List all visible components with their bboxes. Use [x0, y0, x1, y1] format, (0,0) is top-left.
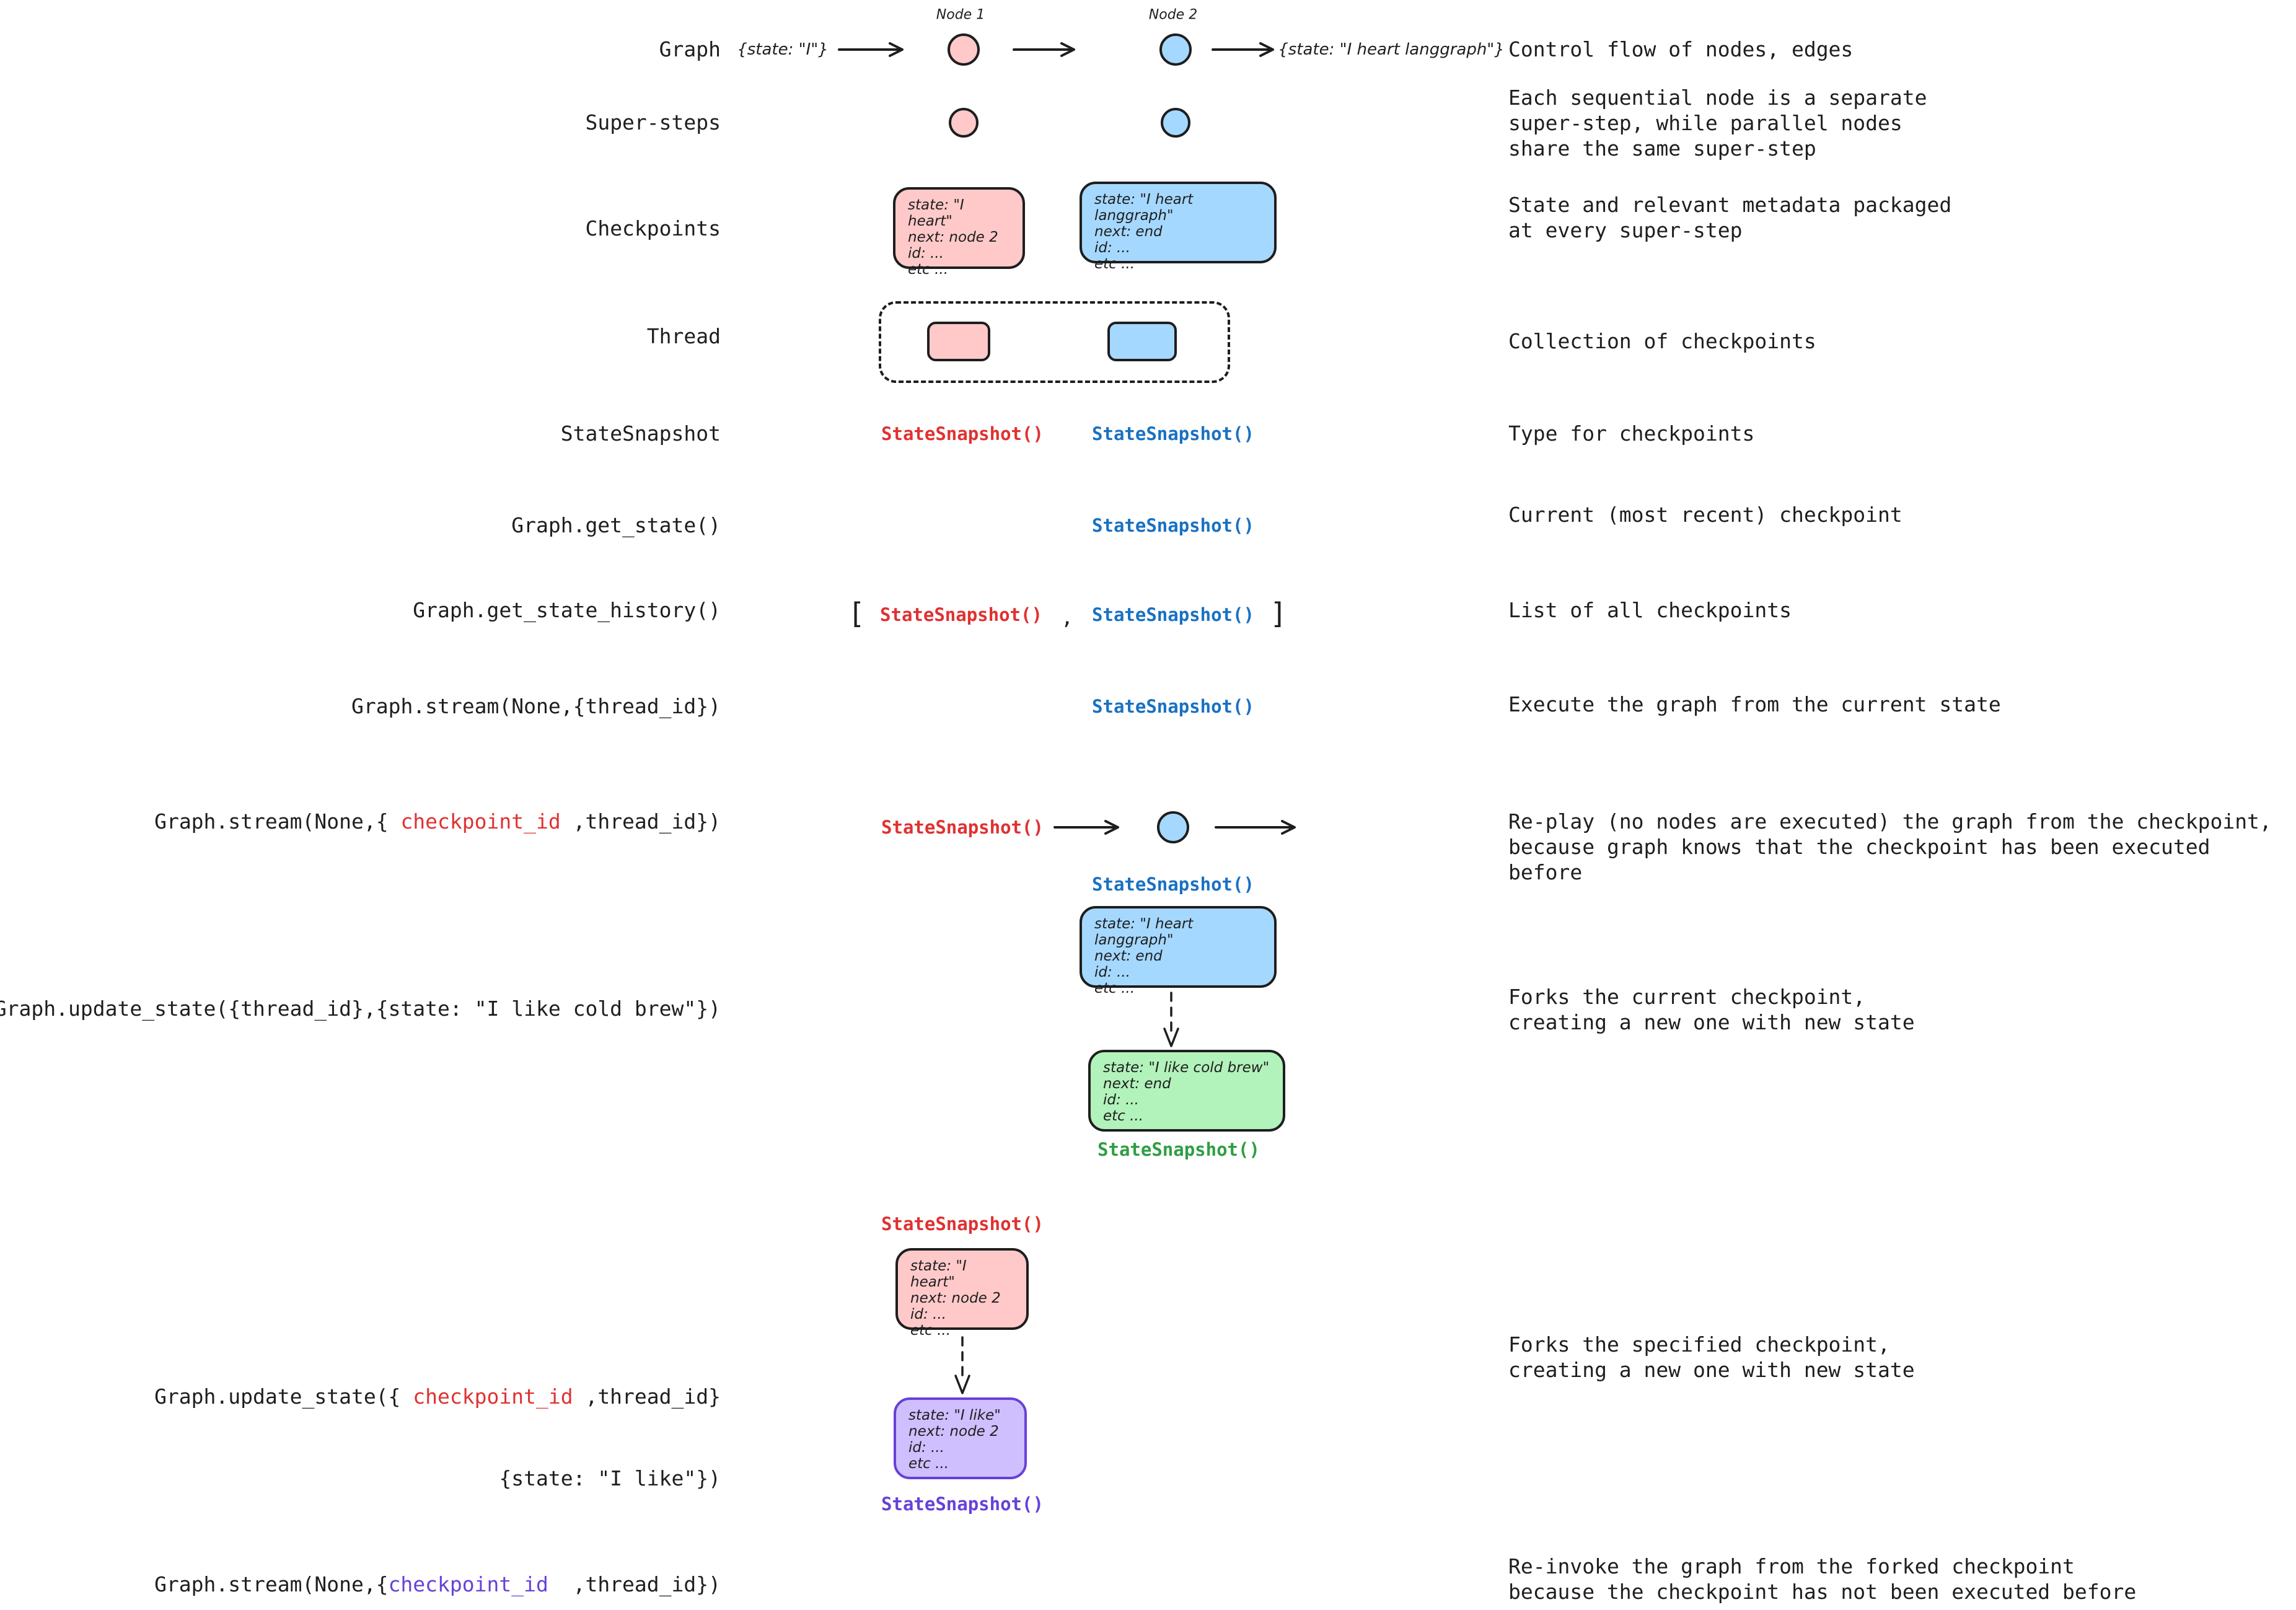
desc-checkpoints: State and relevant metadata packaged at …	[1508, 193, 1952, 242]
left-label-thread: Thread	[646, 324, 721, 348]
left-label-graph: Graph	[659, 37, 721, 61]
desc-stream-thread: Execute the graph from the current state	[1508, 692, 2001, 716]
desc-graph: Control flow of nodes, edges	[1508, 37, 1854, 61]
super-step-circle-2	[1161, 108, 1190, 138]
graph-output-state: {state: "I heart langgraph"}	[1278, 40, 1505, 59]
code-text: ,thread_id})	[560, 809, 721, 834]
list-close-bracket: ]	[1270, 597, 1287, 630]
code-text: Graph.stream(None,{	[154, 809, 401, 834]
statesnapshot-green: StateSnapshot()	[1097, 1139, 1260, 1160]
desc-super-steps: Each sequential node is a separate super…	[1508, 86, 1927, 161]
thread-dashed-container	[879, 301, 1230, 383]
arrow-right-icon	[1013, 42, 1075, 57]
desc-stream-checkpoint: Re-play (no nodes are executed) the grap…	[1508, 809, 2272, 884]
arrow-right-icon	[1212, 42, 1274, 57]
checkpoint-box-pink: state: "I heart" next: node 2 id: ... et…	[893, 187, 1025, 278]
checkpoint-id-highlight: checkpoint_id	[413, 1384, 573, 1409]
desc-thread: Collection of checkpoints	[1508, 329, 1816, 353]
left-label-super-steps: Super-steps	[585, 110, 721, 134]
code-text: ,thread_id}	[573, 1384, 721, 1409]
left-label-get-state-history: Graph.get_state_history()	[413, 598, 721, 622]
arrow-right-icon	[1053, 820, 1119, 835]
statesnapshot-blue: StateSnapshot()	[1092, 874, 1254, 895]
fork-source-box-pink: state: "I heart" next: node 2 id: ... et…	[895, 1248, 1029, 1339]
left-label-update-state-checkpoint: Graph.update_state({ checkpoint_id ,thre…	[154, 1329, 721, 1547]
code-text: Graph.update_state({	[154, 1384, 413, 1409]
list-open-bracket: [	[848, 597, 865, 630]
left-label-checkpoints: Checkpoints	[585, 216, 721, 240]
list-comma: ,	[1061, 605, 1073, 630]
arrow-right-icon	[838, 42, 904, 57]
left-label-stream-forked: Graph.stream(None,{checkpoint_id ,thread…	[154, 1572, 721, 1597]
super-step-circle-1	[949, 108, 979, 138]
fork-source-box-blue: state: "I heart langgraph" next: end id:…	[1080, 906, 1277, 996]
arrow-down-dashed-icon	[954, 1336, 970, 1394]
statesnapshot-blue: StateSnapshot()	[1092, 604, 1254, 625]
statesnapshot-red: StateSnapshot()	[881, 1213, 1044, 1234]
code-line-1: Graph.update_state({ checkpoint_id ,thre…	[154, 1383, 721, 1410]
statesnapshot-red: StateSnapshot()	[881, 423, 1044, 444]
statesnapshot-blue: StateSnapshot()	[1092, 696, 1254, 717]
fork-result-box-green: state: "I like cold brew" next: end id: …	[1088, 1050, 1285, 1132]
arrow-right-icon	[1215, 820, 1296, 835]
statesnapshot-red: StateSnapshot()	[880, 604, 1042, 625]
checkpoint-id-highlight: checkpoint_id	[400, 809, 561, 834]
fork-result-box-purple: state: "I like" next: node 2 id: ... etc…	[894, 1397, 1027, 1479]
desc-update-state-thread: Forks the current checkpoint, creating a…	[1508, 985, 1915, 1034]
statesnapshot-blue: StateSnapshot()	[1092, 423, 1254, 444]
code-text: ,thread_id})	[548, 1572, 721, 1596]
left-label-stream-checkpoint: Graph.stream(None,{ checkpoint_id ,threa…	[154, 809, 721, 834]
replay-node-circle	[1157, 811, 1189, 843]
left-label-stream-thread: Graph.stream(None,{thread_id})	[351, 694, 721, 718]
arrow-down-dashed-icon	[1163, 992, 1179, 1047]
code-text: Graph.stream(None,{	[154, 1572, 389, 1596]
left-label-statesnapshot: StateSnapshot	[560, 421, 721, 446]
statesnapshot-red: StateSnapshot()	[881, 817, 1044, 838]
desc-statesnapshot: Type for checkpoints	[1508, 421, 1755, 446]
node-2-circle	[1159, 33, 1192, 66]
node-2-label: Node 2	[1148, 7, 1198, 23]
desc-stream-forked: Re-invoke the graph from the forked chec…	[1508, 1554, 2137, 1604]
statesnapshot-blue: StateSnapshot()	[1092, 515, 1254, 536]
node-1-label: Node 1	[936, 7, 985, 23]
left-label-update-state-thread: Graph.update_state({thread_id},{state: "…	[0, 996, 721, 1021]
thread-checkpoint-pink	[927, 322, 990, 361]
code-line-2: {state: "I like"})	[499, 1466, 721, 1490]
checkpoint-box-blue: state: "I heart langgraph" next: end id:…	[1080, 182, 1277, 272]
desc-get-state-history: List of all checkpoints	[1508, 598, 1792, 622]
node-1-circle	[948, 33, 980, 66]
checkpoint-id-highlight-purple: checkpoint_id	[388, 1572, 548, 1596]
graph-input-state: {state: "I"}	[737, 40, 829, 59]
statesnapshot-purple: StateSnapshot()	[881, 1493, 1044, 1515]
desc-update-state-checkpoint: Forks the specified checkpoint, creating…	[1508, 1332, 1915, 1382]
left-label-get-state: Graph.get_state()	[511, 513, 721, 537]
desc-get-state: Current (most recent) checkpoint	[1508, 503, 1902, 527]
thread-checkpoint-blue	[1107, 322, 1177, 361]
